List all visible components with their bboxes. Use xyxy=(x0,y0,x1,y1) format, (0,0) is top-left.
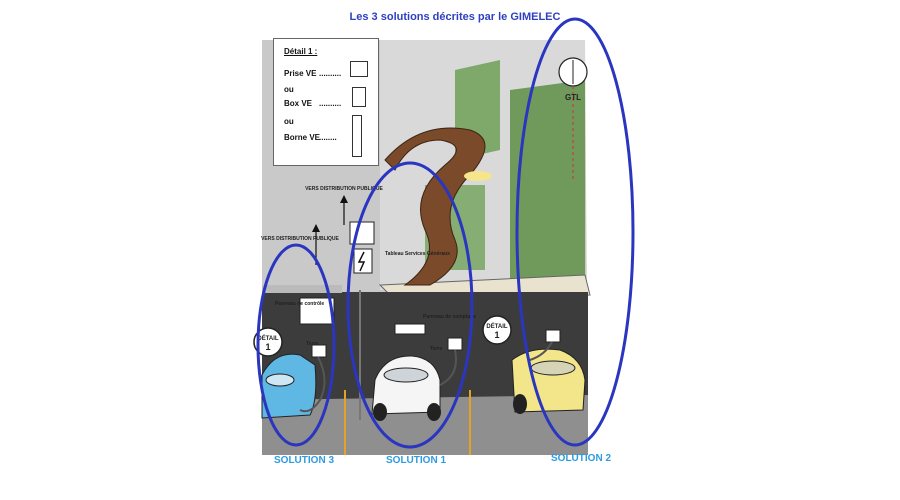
detail-right-num: 1 xyxy=(494,330,499,340)
detail-item-prise-dots: .......... xyxy=(319,69,342,78)
arrow-head xyxy=(312,224,320,232)
distribution-label-left: VERS DISTRIBUTION PUBLIQUE xyxy=(261,236,339,242)
tableau-label: Tableau Services Généraux xyxy=(385,251,450,257)
cable-right xyxy=(529,341,553,361)
detail-badge-right xyxy=(482,315,512,345)
detail-item-ou-1: ou xyxy=(284,85,294,94)
counting-panel xyxy=(394,323,426,335)
detail-item-box: Box VE xyxy=(284,99,313,108)
detail-left-label: DÉTAIL xyxy=(257,334,279,342)
detail-badge-left xyxy=(253,327,283,357)
lightning-box xyxy=(353,248,373,274)
detail-heading: Détail 1 : xyxy=(284,47,318,56)
detail-item-box-dots: .......... xyxy=(319,99,342,108)
page-title: Les 3 solutions décrites par le GIMELEC xyxy=(349,11,561,23)
solution-3-label: SOLUTION 3 xyxy=(274,455,335,466)
borne-icon xyxy=(352,115,362,157)
solution-2-label: SOLUTION 2 xyxy=(551,453,612,464)
detail-item-prise: Prise VE xyxy=(284,69,317,78)
garage-ceiling xyxy=(262,285,342,293)
detail-item-borne-dots: ........ xyxy=(319,133,337,142)
lightning-icon xyxy=(357,251,366,272)
terre-mid-label: Terre xyxy=(430,346,442,352)
panneau-left-label: Panneau de contrôle xyxy=(275,301,324,307)
ellipse-solution-2 xyxy=(515,17,635,447)
car-white xyxy=(371,355,441,421)
gtl-label: GTL xyxy=(565,93,581,102)
ceiling-lamp xyxy=(464,171,492,181)
detail-item-ou-2: ou xyxy=(284,117,294,126)
detail-right-label: DÉTAIL xyxy=(486,322,508,330)
terre-left-label: Terre xyxy=(306,341,318,347)
detail-left-num: 1 xyxy=(265,342,270,352)
distribution-label-mid: VERS DISTRIBUTION PUBLIQUE xyxy=(305,186,383,192)
panneau-mid-label: Panneau de comptage xyxy=(423,314,476,320)
detail-item-borne: Borne VE xyxy=(284,133,321,142)
parking-floor xyxy=(262,395,588,455)
cable-mid xyxy=(439,349,457,386)
box-icon xyxy=(352,87,366,107)
solution-1-label: SOLUTION 1 xyxy=(386,455,447,466)
arrow-head xyxy=(340,195,348,203)
right-green-wall xyxy=(510,80,585,290)
ellipse-solution-1 xyxy=(346,161,474,449)
cable-left xyxy=(299,356,326,413)
prise-icon xyxy=(350,61,368,77)
control-panel-left xyxy=(299,297,335,325)
car-yellow xyxy=(511,348,586,414)
socket-mid xyxy=(447,337,463,351)
staircase xyxy=(384,127,486,286)
car-blue xyxy=(261,353,317,419)
detail-panel: Détail 1 : Prise VE .......... ou Box VE… xyxy=(273,38,379,166)
ellipse-solution-3 xyxy=(256,243,336,447)
socket-right xyxy=(545,329,561,343)
